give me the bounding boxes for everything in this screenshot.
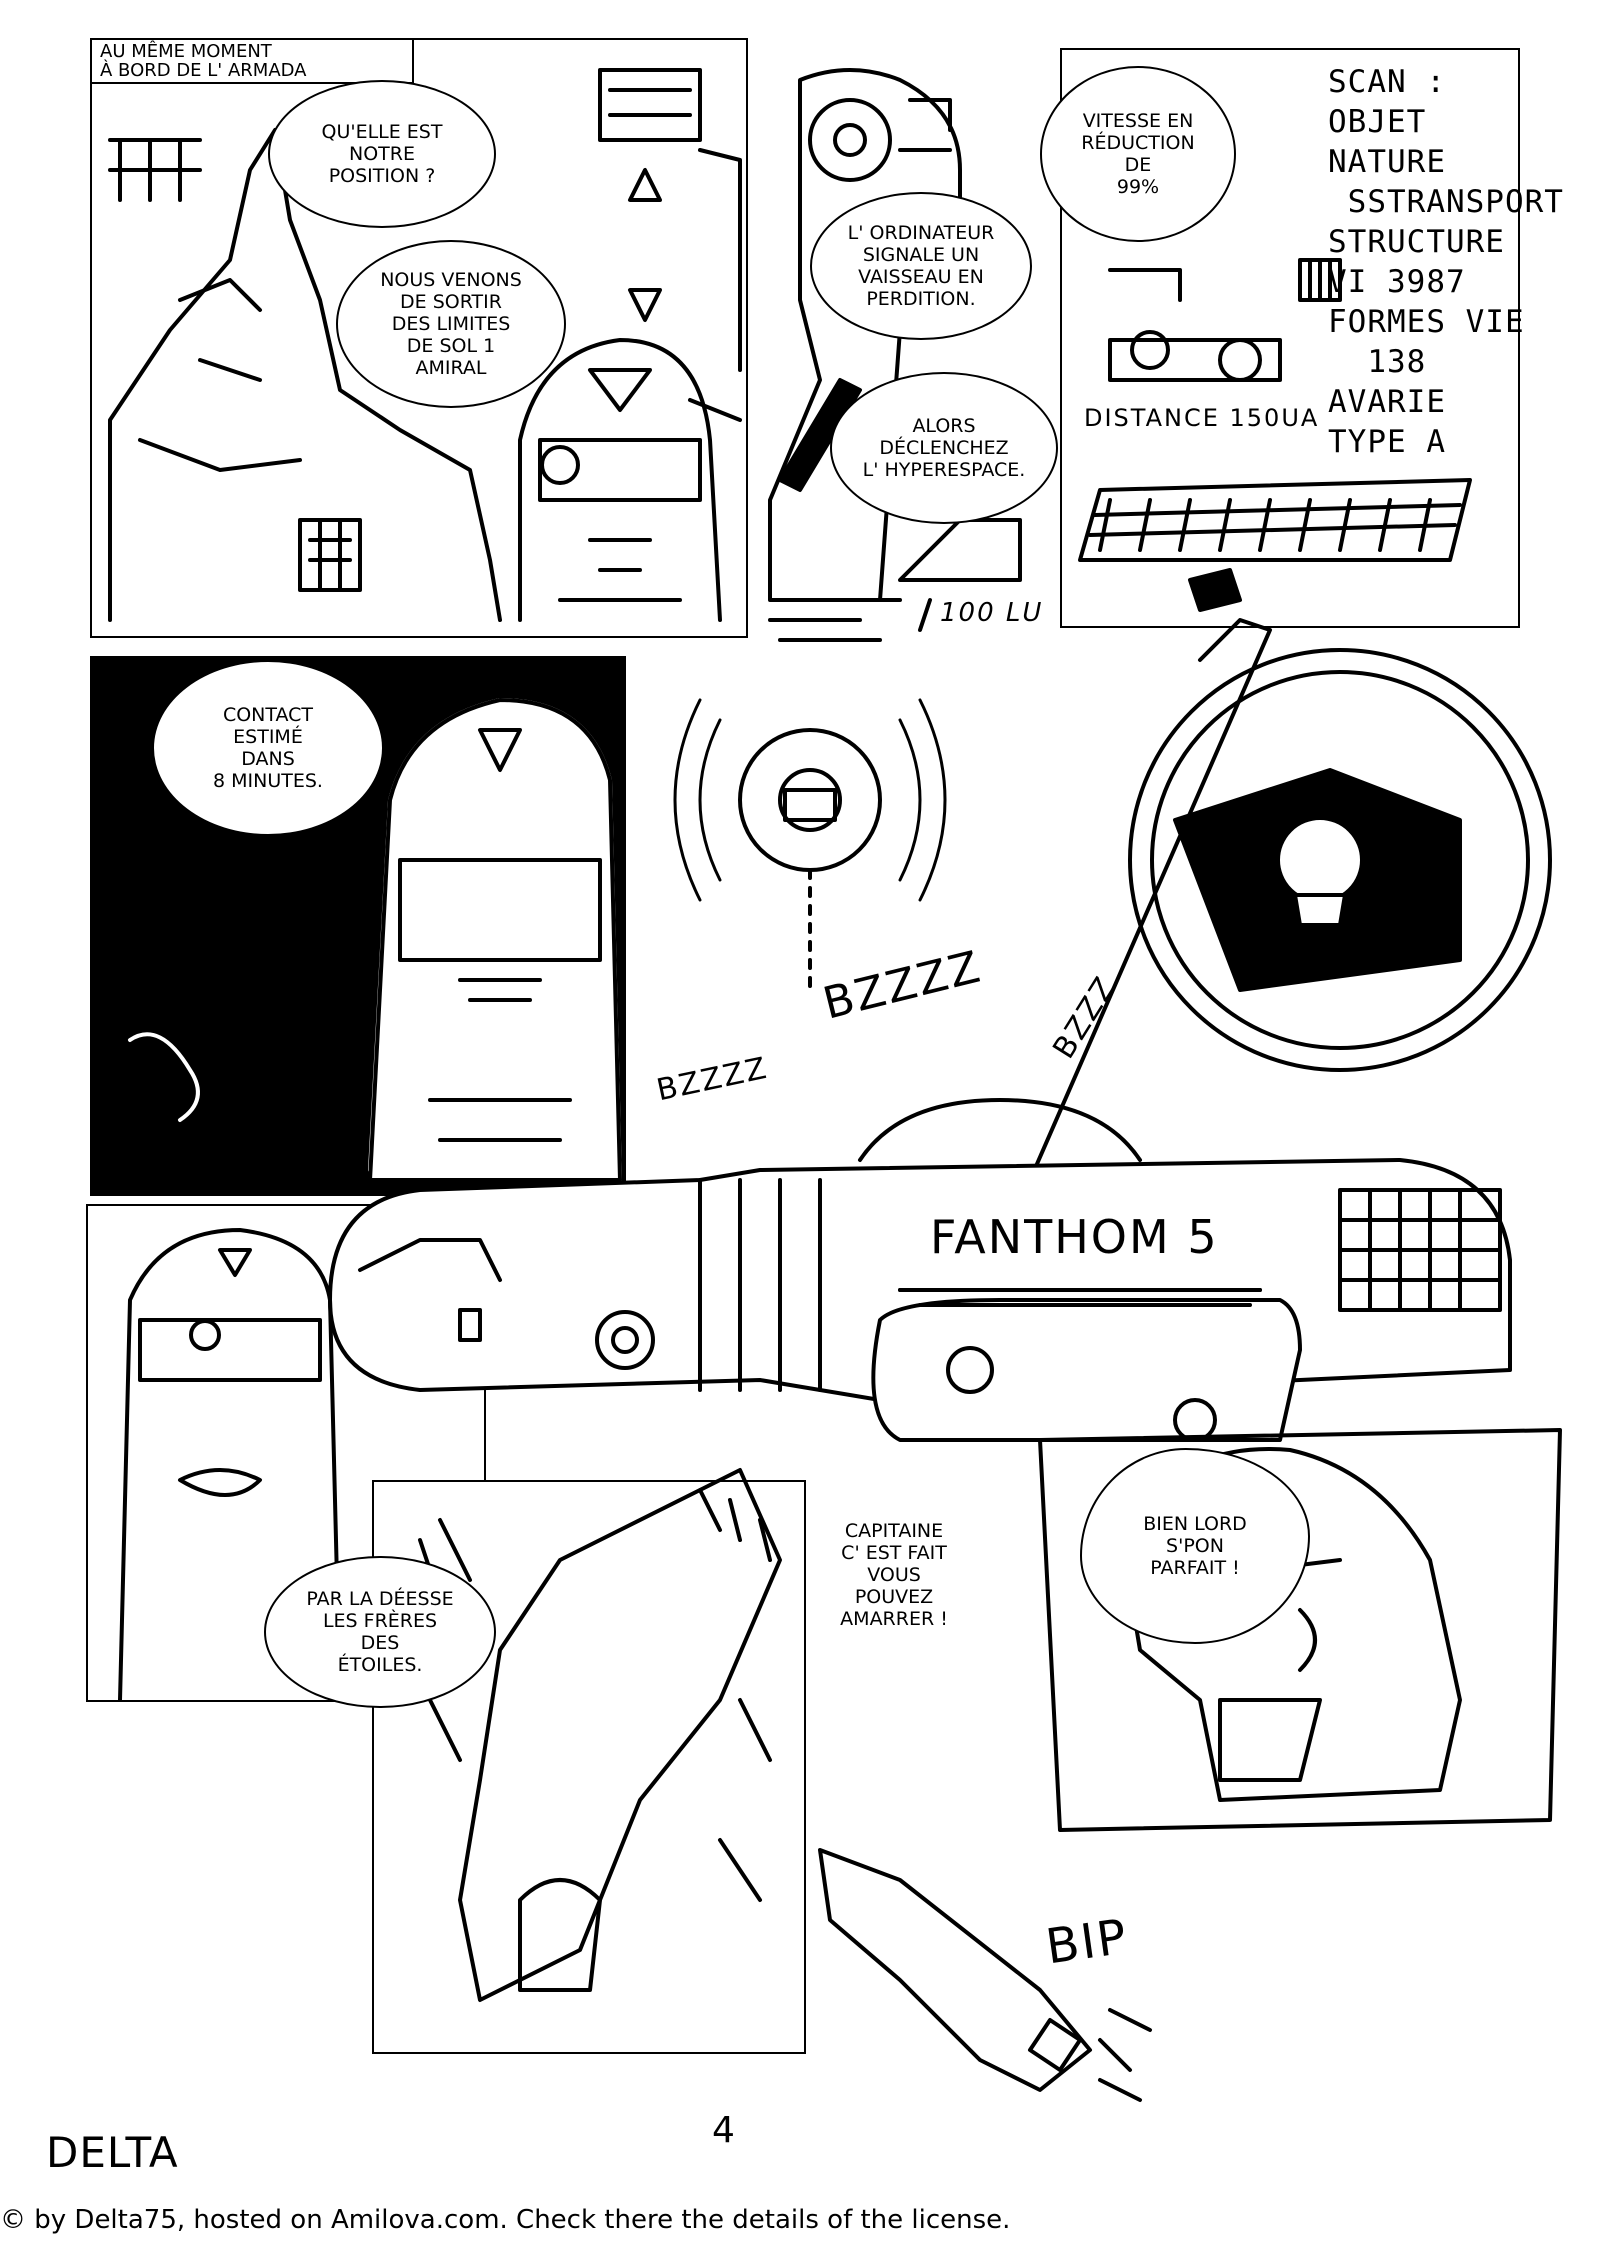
caption-box: AU MÊME MOMENT À BORD DE L' ARMADA: [90, 38, 414, 84]
speech-bubble-capitaine: CAPITAINE C' EST FAIT VOUS POUVEZ AMARRE…: [840, 1520, 948, 1630]
artist-signature: DELTA: [46, 2128, 179, 2177]
speech-bubble-vitesse: VITESSE EN RÉDUCTION DE 99%: [1040, 66, 1236, 242]
gauge-readout: 100 LU: [940, 598, 1044, 628]
license-credit: © by Delta75, hosted on Amilova.com. Che…: [0, 2205, 1011, 2235]
speech-bubble-venons: NOUS VENONS DE SORTIR DES LIMITES DE SOL…: [336, 240, 566, 408]
distance-readout: DISTANCE 150UA: [1084, 404, 1320, 432]
sfx-bip: BIP: [1042, 1908, 1132, 1976]
speech-bubble-lord: BIEN LORD S'PON PARFAIT !: [1080, 1448, 1310, 1644]
speech-bubble-ordinateur: L' ORDINATEUR SIGNALE UN VAISSEAU EN PER…: [810, 192, 1032, 340]
page-number: 4: [712, 2110, 735, 2151]
scan-readout: SCAN : OBJET NATURE SSTRANSPORT STRUCTUR…: [1328, 64, 1564, 460]
speech-bubble-hyperespace: ALORS DÉCLENCHEZ L' HYPERESPACE.: [830, 372, 1058, 524]
speech-bubble-position: QU'ELLE EST NOTRE POSITION ?: [268, 80, 496, 228]
ship-name: FANTHOM 5: [930, 1210, 1219, 1264]
speech-bubble-deesse: PAR LA DÉESSE LES FRÈRES DES ÉTOILES.: [264, 1556, 496, 1708]
speech-bubble-contact: CONTACT ESTIMÉ DANS 8 MINUTES.: [152, 660, 384, 836]
